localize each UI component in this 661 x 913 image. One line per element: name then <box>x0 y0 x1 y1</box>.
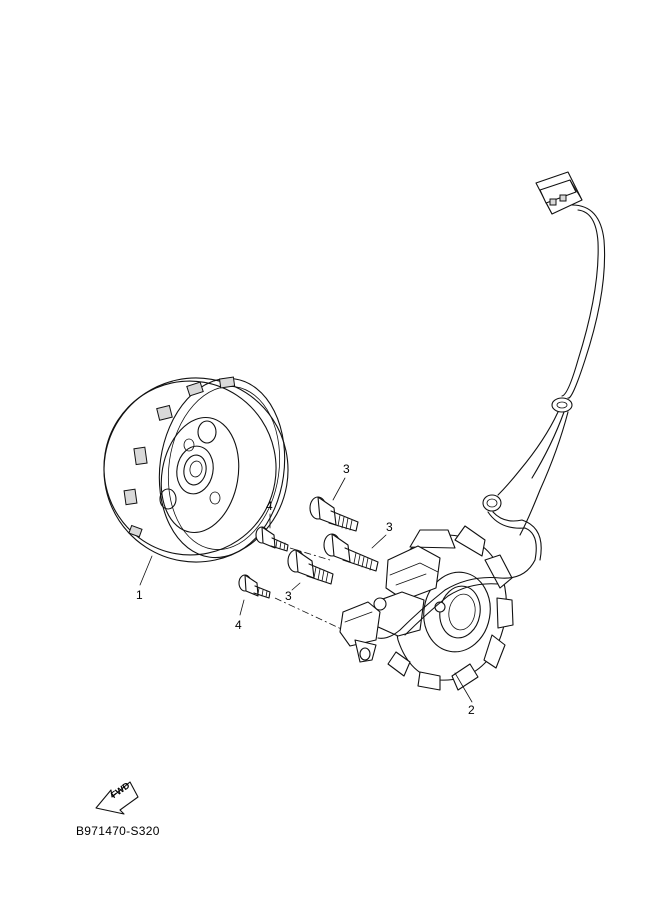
screw-4-upper <box>255 513 289 552</box>
bolt-3-upper <box>309 477 359 532</box>
callout-4-screw-lower: 4 <box>235 618 242 632</box>
stator-assembly <box>339 525 514 703</box>
callout-3-bolt-middle: 3 <box>386 520 393 534</box>
callout-1-rotor: 1 <box>136 588 143 602</box>
screw-4-lower <box>238 574 271 616</box>
bolt-3-lower <box>287 549 334 591</box>
callout-3-bolt-upper: 3 <box>343 462 350 476</box>
bolt-3-middle <box>323 533 387 572</box>
callout-3-bolt-lower: 3 <box>285 589 292 603</box>
diagram-code: B971470-S320 <box>76 824 160 838</box>
fwd-arrow-icon <box>95 781 139 815</box>
callout-4-screw-upper: 4 <box>266 499 273 513</box>
wire-harness <box>377 171 606 639</box>
callout-2-stator: 2 <box>468 703 475 717</box>
rotor-assembly <box>103 376 289 586</box>
